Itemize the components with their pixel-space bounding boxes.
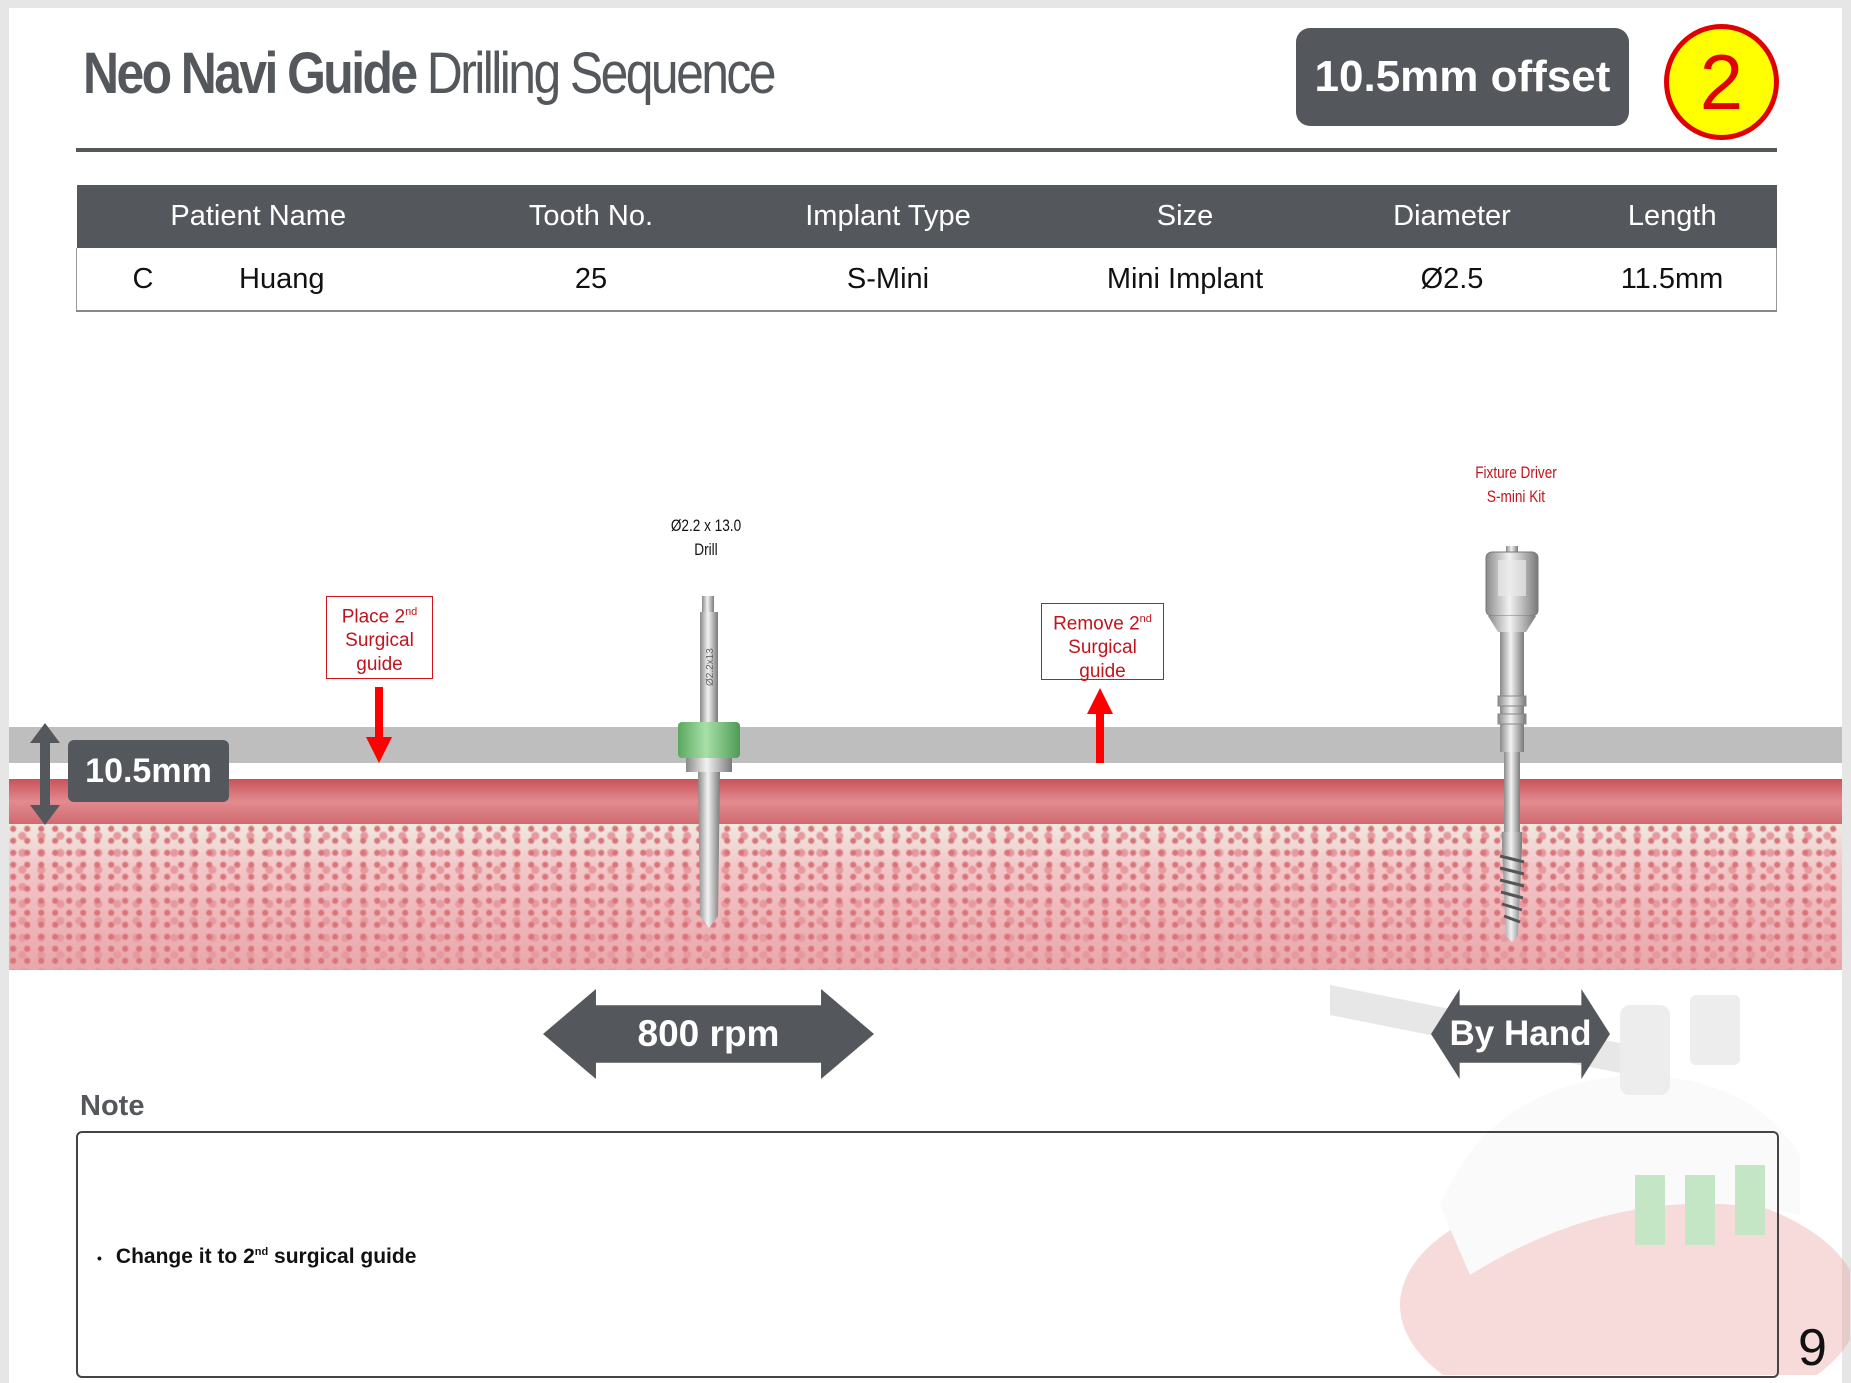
header-patient-name: Patient Name [76, 185, 440, 248]
page-title: Neo Navi Guide Drilling Sequence [83, 41, 776, 106]
vertical-double-arrow-icon [30, 723, 60, 825]
step-number-badge: 2 [1664, 24, 1779, 140]
cell-diameter: Ø2.5 [1336, 248, 1568, 312]
gingiva-layer [9, 779, 1842, 824]
note-box [76, 1131, 1779, 1378]
bullet-icon: • [97, 1250, 102, 1266]
table-row: C Huang 25 S-Mini Mini Implant Ø2.5 11.5… [76, 248, 1777, 312]
dental-model-image [1330, 985, 1850, 1375]
bone-layer [9, 824, 1842, 970]
note-item: •Change it to 2nd surgical guide [97, 1245, 417, 1268]
surgical-guide-layer [9, 727, 1842, 763]
drill-icon: Ø2.2x13 [678, 596, 740, 928]
drill-shaft-mark: Ø2.2x13 [705, 648, 716, 686]
cell-first-name: C [76, 248, 209, 312]
header-implant-type: Implant Type [742, 185, 1034, 248]
cell-size: Mini Implant [1034, 248, 1336, 312]
header-length: Length [1568, 185, 1777, 248]
fixture-driver-icon [1485, 546, 1539, 942]
arrow-up-icon [1087, 688, 1113, 763]
note-title: Note [80, 1090, 145, 1122]
page-number: 9 [1798, 1319, 1827, 1377]
patient-table: Patient Name Tooth No. Implant Type Size… [76, 185, 1777, 312]
cell-tooth: 25 [440, 248, 742, 312]
table-header-row: Patient Name Tooth No. Implant Type Size… [76, 185, 1777, 248]
offset-label: 10.5mm [68, 740, 229, 802]
arrow-down-icon [366, 687, 392, 763]
divider [76, 148, 1777, 152]
cell-last-name: Huang [209, 248, 440, 312]
header-size: Size [1034, 185, 1336, 248]
header-tooth: Tooth No. [440, 185, 742, 248]
offset-badge: 10.5mm offset [1296, 28, 1629, 126]
cell-implant-type: S-Mini [742, 248, 1034, 312]
header-diameter: Diameter [1336, 185, 1568, 248]
cell-length: 11.5mm [1568, 248, 1777, 312]
